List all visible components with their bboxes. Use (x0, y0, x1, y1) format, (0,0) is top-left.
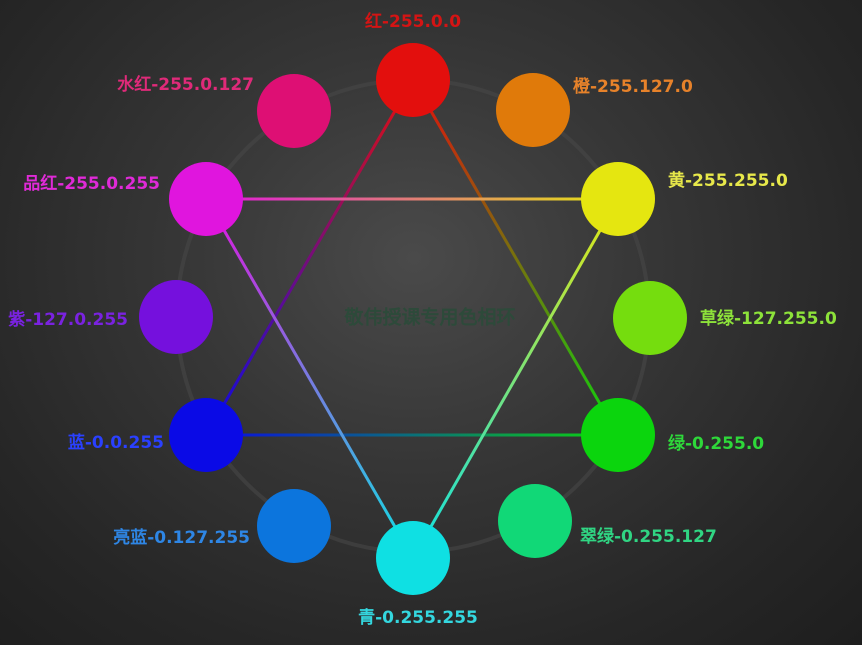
label-yellowgreen: 草绿-127.255.0 (700, 308, 837, 329)
swatch-orange (496, 73, 570, 147)
label-rose: 水红-255.0.127 (117, 74, 254, 95)
triangles (204, 79, 620, 559)
swatch-red (376, 43, 450, 117)
connector-red-green (411, 79, 620, 436)
label-violet: 紫-127.0.255 (8, 309, 128, 330)
swatch-cyan (376, 521, 450, 595)
swatch-magenta (169, 162, 243, 236)
center-title: 敬伟授课专用色相环 (343, 306, 515, 329)
label-cyan: 青-0.255.255 (358, 607, 478, 628)
swatch-springgreen (498, 484, 572, 558)
label-azure: 亮蓝-0.127.255 (113, 527, 250, 548)
swatch-blue (169, 398, 243, 472)
label-yellow: 黄-255.255.0 (668, 170, 788, 191)
swatch-azure (257, 489, 331, 563)
swatch-rose (257, 74, 331, 148)
connector-cyan-magenta (204, 198, 415, 559)
label-green: 绿-0.255.0 (668, 433, 764, 454)
label-blue: 蓝-0.0.255 (68, 433, 164, 453)
labels: 红-255.0.0 橙-255.127.0 黄-255.255.0 草绿-127.25… (8, 11, 837, 628)
label-red: 红-255.0.0 (365, 11, 461, 32)
swatch-yellow (581, 162, 655, 236)
label-magenta: 品红-255.0.255 (23, 173, 160, 194)
connector-yellow-cyan (411, 198, 620, 559)
swatch-yellowgreen (613, 281, 687, 355)
label-springgreen: 翠绿-0.255.127 (580, 526, 717, 547)
swatch-green (581, 398, 655, 472)
label-orange: 橙-255.127.0 (573, 76, 693, 97)
swatch-violet (139, 280, 213, 354)
swatches (139, 43, 687, 595)
connector-blue-red (204, 79, 415, 436)
